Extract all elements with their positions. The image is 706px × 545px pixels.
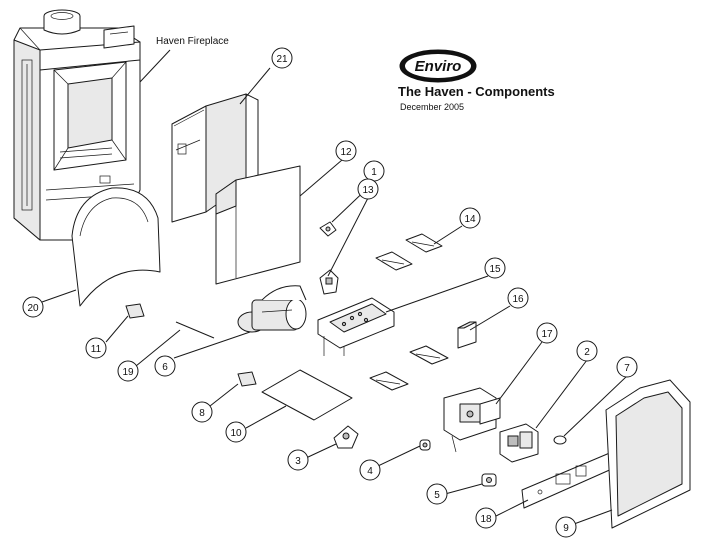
callout-2-label: 2 bbox=[584, 347, 590, 358]
callout-1: 1 bbox=[363, 160, 385, 182]
callout-4-label: 4 bbox=[367, 466, 373, 477]
logo-text: Enviro bbox=[415, 58, 462, 75]
callout-11: 11 bbox=[85, 337, 107, 359]
callout-12: 12 bbox=[335, 140, 357, 162]
callout-14-label: 14 bbox=[464, 214, 476, 225]
part-17-gas-valve bbox=[443, 387, 501, 453]
callout-19: 19 bbox=[117, 360, 139, 382]
part-13-bracket bbox=[319, 269, 339, 295]
part-15-burner-tray bbox=[317, 297, 395, 356]
callout-8: 8 bbox=[191, 401, 213, 423]
callout-10: 10 bbox=[225, 421, 247, 443]
callout-5-label: 5 bbox=[434, 490, 440, 501]
callout-16-label: 16 bbox=[512, 294, 524, 305]
callout-21-label: 21 bbox=[276, 54, 288, 65]
mounting-brackets bbox=[369, 345, 449, 391]
callout-17: 17 bbox=[536, 322, 558, 344]
part-5-knob bbox=[481, 473, 497, 487]
diagram-date: December 2005 bbox=[400, 102, 464, 112]
callout-6-label: 6 bbox=[162, 362, 168, 373]
callout-7-label: 7 bbox=[624, 363, 630, 374]
callout-17-label: 17 bbox=[541, 329, 553, 340]
callout-20: 20 bbox=[22, 296, 44, 318]
part-10-ember-sheet bbox=[261, 369, 353, 421]
diagram-title: The Haven - Components bbox=[398, 84, 555, 99]
part-7-o-ring bbox=[553, 435, 567, 445]
fireplace-leader bbox=[139, 49, 171, 83]
callout-13-label: 13 bbox=[362, 185, 374, 196]
callout-16: 16 bbox=[507, 287, 529, 309]
callout-6: 6 bbox=[154, 355, 176, 377]
part-4-igniter bbox=[419, 439, 431, 451]
part-2-control-module bbox=[499, 423, 539, 463]
callout-1-label: 1 bbox=[371, 167, 377, 178]
callout-11-label: 11 bbox=[91, 344, 102, 355]
callout-12-label: 12 bbox=[340, 147, 352, 158]
callout-3-label: 3 bbox=[295, 456, 301, 467]
part-6-logs bbox=[237, 285, 307, 333]
callout-21: 21 bbox=[271, 47, 293, 69]
enviro-logo: Enviro bbox=[399, 49, 477, 83]
callout-15-label: 15 bbox=[489, 264, 501, 275]
callout-13: 13 bbox=[357, 178, 379, 200]
part-19-rod bbox=[175, 321, 215, 339]
callout-20-label: 20 bbox=[27, 303, 39, 314]
callout-3: 3 bbox=[287, 449, 309, 471]
part-16-cover bbox=[457, 321, 477, 349]
part-14-brackets bbox=[375, 233, 443, 271]
callout-leaders bbox=[41, 67, 628, 525]
part-20-arched-panel bbox=[71, 187, 161, 307]
part-12-refractory-block bbox=[215, 165, 301, 285]
part-11-pad bbox=[125, 303, 145, 319]
callout-10-label: 10 bbox=[230, 428, 242, 439]
callout-4: 4 bbox=[359, 459, 381, 481]
part-18-control-panel bbox=[521, 451, 615, 509]
callout-19-label: 19 bbox=[122, 367, 134, 378]
callout-9-label: 9 bbox=[563, 523, 569, 534]
callout-5: 5 bbox=[426, 483, 448, 505]
callout-9: 9 bbox=[555, 516, 577, 538]
callout-18-label: 18 bbox=[480, 514, 492, 525]
part-3-valve bbox=[333, 425, 359, 449]
part-8-pad bbox=[237, 371, 257, 387]
callout-14: 14 bbox=[459, 207, 481, 229]
callout-18: 18 bbox=[475, 507, 497, 529]
fireplace-label: Haven Fireplace bbox=[156, 36, 229, 47]
callout-15: 15 bbox=[484, 257, 506, 279]
part-9-door-frame bbox=[605, 379, 691, 529]
part-1-clip bbox=[319, 221, 337, 237]
callout-7: 7 bbox=[616, 356, 638, 378]
callout-2: 2 bbox=[576, 340, 598, 362]
callout-8-label: 8 bbox=[199, 408, 205, 419]
